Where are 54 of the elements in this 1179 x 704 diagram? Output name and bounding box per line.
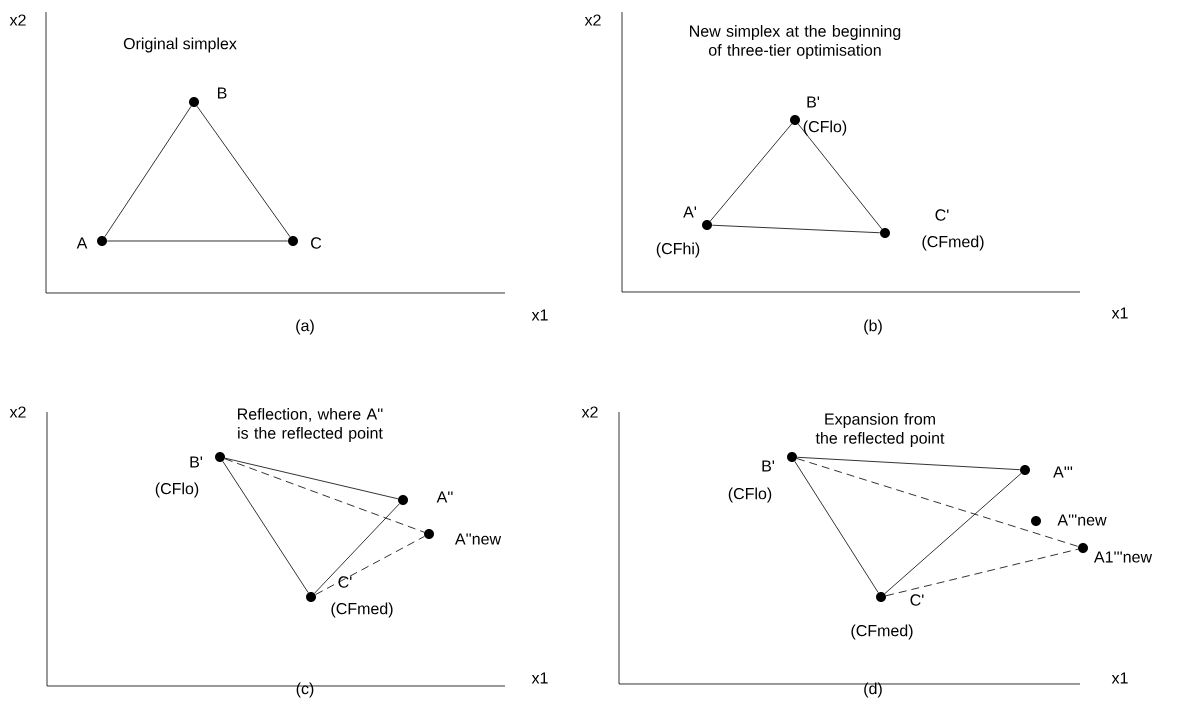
point-label: A''new [454,533,502,545]
panel-label: (b) [864,319,882,335]
point-label: B' [762,460,775,472]
point-label: B [218,87,227,99]
panel-label: (d) [864,682,882,698]
point-label: A'' [436,491,453,503]
axis-label: x2 [581,406,598,418]
point-label: (CFmed) [851,624,913,640]
line [796,456,1021,471]
line [794,460,879,593]
line [224,457,399,500]
line [106,240,289,242]
point-label: A''' [1053,466,1073,478]
axis-label: x2 [9,14,26,26]
point-label: A' [683,206,697,218]
point-label: (CFlo) [155,482,199,498]
panel-title: Expansion from the reflected point [815,413,945,447]
point-label: C' [338,576,352,588]
axis-label: x1 [531,672,548,684]
axis-label: x2 [584,14,601,26]
dashed-line [796,458,1079,547]
point-label: C' [910,594,924,606]
point-label: (CFhi) [656,242,700,258]
panel-title: Original simplex [123,37,237,53]
axis-label: x2 [9,406,26,418]
axis-label: x1 [1111,307,1128,319]
dashed-line [224,458,425,533]
panel-label: (a) [296,319,314,335]
dashed-line [885,548,1079,597]
point-label: A [76,237,88,249]
panel-title: Reflection, where A'' is the reflected point [238,408,383,442]
line [797,123,883,230]
point-label: A1'''new [1094,551,1153,563]
point-label: B' [807,96,820,108]
point-label: (CFmed) [922,235,984,251]
line [222,460,309,594]
line [196,105,291,238]
line [314,503,400,594]
panel-title: New simplex at the beginning of three-tier optimisation [690,25,901,59]
point-label: C [311,237,322,249]
panel-label: (c) [296,682,314,698]
point-label: (CFlo) [728,487,772,503]
point-label: C' [935,209,949,221]
point-label: A'''new [1057,514,1107,526]
axis-label: x1 [531,309,548,321]
line [884,473,1022,594]
axis-label: x1 [1111,672,1128,684]
point-label: (CFmed) [331,602,393,618]
point-label: B' [190,456,203,468]
dashed-line [315,536,425,595]
line [709,123,793,222]
line [711,224,881,234]
line [104,105,192,238]
point-label: (CFlo) [803,120,847,136]
